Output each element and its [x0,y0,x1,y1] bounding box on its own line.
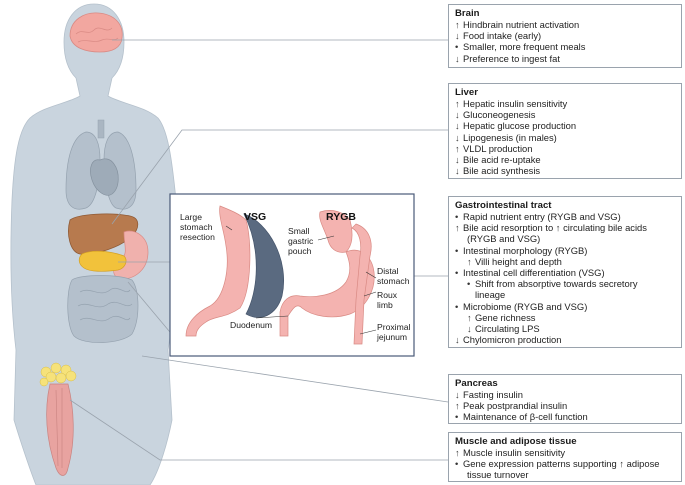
rygb-stomach [279,210,375,345]
heart [90,158,119,196]
muscle-title: Muscle and adipose tissue [455,436,577,447]
gi-item: lineage [475,289,506,301]
gi-item: Shift from absorptive towards secretory [475,278,638,290]
muscle-item: tissue turnover [467,469,529,481]
liver-item: VLDL production [463,142,533,154]
vsg-label: VSG [244,211,266,223]
brain-item: Smaller, more frequent meals [463,41,586,53]
liver-item: Hepatic insulin sensitivity [463,98,568,109]
gi-item: Intestinal cell differentiation (VSG) [463,267,605,279]
liver-item: Lipogenesis (in males) [463,131,557,143]
pancreas-box: Pancreas ↓Fasting insulin ↑Peak postpran… [448,374,682,424]
muscle [46,383,74,476]
muscle-item: adipose [626,458,660,470]
resection-label: resection [180,232,215,242]
gi-item: Microbiome (RYGB and VSG) [463,300,588,312]
pancreas-item: Peak postprandial insulin [463,400,568,412]
liver-item: Bile acid re-uptake [463,154,541,166]
brain-box: Brain ↑Hindbrain nutrient activation ↓Fo… [448,4,682,68]
gi-title: Gastrointestinal tract [455,200,552,211]
brain-item: Hindbrain nutrient activation [463,19,580,30]
brain-item: Food intake (early) [463,30,542,42]
liver-item: Hepatic glucose production [463,120,577,132]
gi-item: Villi height and depth [475,255,562,267]
pouch-label: pouch [288,246,312,256]
jejunum-label: jejunum [376,332,407,342]
intestines [67,275,139,343]
limb-label: limb [377,300,393,310]
liver-item: Bile acid synthesis [463,165,541,177]
gastric-label: gastric [288,236,314,246]
vsg-stomach [185,205,284,337]
duodenum-label: Duodenum [230,320,272,330]
brain [69,12,123,53]
rygb-label: RYGB [326,211,356,223]
gi-box: Gastrointestinal tract •Rapid nutrient e… [448,196,682,348]
small-label: Small [288,226,310,236]
liver-title: Liver [455,87,478,98]
gi-item: Intestinal morphology (RYGB) [463,244,588,256]
gi-item: circulating bile acids [563,222,647,234]
proximal-label: Proximal [377,322,411,332]
left-lung [65,131,101,210]
gi-item: Circulating LPS [475,323,540,335]
muscle-box: Muscle and adipose tissue ↑Muscle insuli… [448,432,682,482]
muscle-item: Gene expression patterns supporting [463,458,617,470]
liver-item: Gluconeogenesis [463,109,536,121]
pancreas [78,250,127,272]
gi-item: Bile acid resorption to [463,222,554,234]
pancreas-item: Maintenance of β-cell function [463,411,588,423]
muscle-item: Muscle insulin sensitivity [463,447,566,458]
stomach-word-label: stomach [180,222,213,232]
adipose-tissue [39,362,77,387]
gi-item: Chylomicron production [463,334,562,346]
gi-item: Rapid nutrient entry (RYGB and VSG) [463,211,621,222]
brain-item: Preference to ingest fat [463,52,560,64]
distal-label: Distal [377,266,399,276]
gi-item: (RYGB and VSG) [467,233,541,245]
brain-title: Brain [455,8,480,19]
gi-item: Gene richness [475,311,536,323]
distal-stomach-label: stomach [377,276,410,286]
roux-label: Roux [377,290,398,300]
liver-box: Liver ↑Hepatic insulin sensitivity ↓Gluc… [448,83,682,179]
pancreas-item: Fasting insulin [463,389,523,400]
large-stomach-label: Large [180,212,202,222]
pancreas-title: Pancreas [455,378,498,389]
